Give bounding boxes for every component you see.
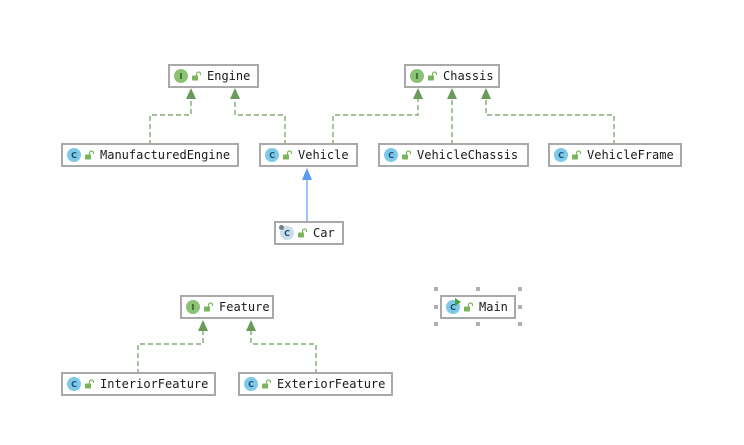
selection-handle[interactable]	[518, 287, 522, 291]
public-visibility-icon	[85, 379, 94, 389]
arrowhead-chassis-left	[413, 88, 423, 99]
node-vehicleframe[interactable]: C VehicleFrame	[548, 143, 682, 167]
interface-icon: I	[186, 300, 200, 314]
public-visibility-icon	[204, 302, 213, 312]
arrowhead-engine-right	[230, 88, 240, 99]
selection-handle[interactable]	[434, 322, 438, 326]
node-label: Chassis	[443, 69, 494, 83]
public-visibility-icon	[283, 150, 292, 160]
public-visibility-icon	[85, 150, 94, 160]
edge-exteriorfeature-feature	[250, 330, 317, 374]
node-vehicle[interactable]: C Vehicle	[259, 143, 358, 167]
node-label: Feature	[219, 300, 270, 314]
class-icon: C	[67, 377, 81, 391]
node-vehiclechassis[interactable]: C VehicleChassis	[378, 143, 529, 167]
arrowhead-chassis-middle	[447, 88, 457, 99]
node-label: VehicleChassis	[417, 148, 519, 162]
node-label: Vehicle	[298, 148, 349, 162]
public-visibility-icon	[192, 71, 201, 81]
arrowhead-vehicle	[302, 168, 312, 180]
node-main[interactable]: C Main	[440, 295, 516, 319]
selection-handle[interactable]	[518, 305, 522, 309]
public-visibility-icon	[464, 302, 473, 312]
node-exteriorfeature[interactable]: C ExteriorFeature	[238, 372, 393, 396]
node-car[interactable]: C Car	[274, 221, 344, 245]
node-label: ManufacturedEngine	[100, 148, 231, 162]
node-engine[interactable]: I Engine	[168, 64, 259, 88]
public-visibility-icon	[262, 379, 271, 389]
arrowhead-feature-right	[246, 320, 256, 331]
interface-icon: I	[174, 69, 188, 83]
node-feature[interactable]: I Feature	[180, 295, 274, 319]
node-label: Car	[313, 226, 335, 240]
edge-vehicle-chassis	[332, 99, 419, 145]
class-icon: C	[244, 377, 258, 391]
edge-vehicleframe-chassis	[485, 99, 615, 145]
arrowhead-feature-left	[198, 320, 208, 331]
edge-vehicle-engine	[234, 99, 286, 145]
node-label: Main	[479, 300, 508, 314]
public-visibility-icon	[572, 150, 581, 160]
node-label: InteriorFeature	[100, 377, 209, 391]
node-label: ExteriorFeature	[277, 377, 386, 391]
arrowhead-chassis-right	[481, 88, 491, 99]
node-manufacturedengine[interactable]: C ManufacturedEngine	[61, 143, 239, 167]
node-label: VehicleFrame	[587, 148, 674, 162]
selection-handle[interactable]	[434, 305, 438, 309]
abstract-class-icon: C	[279, 225, 294, 240]
class-icon: C	[384, 148, 398, 162]
selection-handle[interactable]	[434, 287, 438, 291]
node-chassis[interactable]: I Chassis	[404, 64, 500, 88]
runnable-class-icon: C	[446, 298, 461, 314]
public-visibility-icon	[428, 71, 437, 81]
class-icon: C	[265, 148, 279, 162]
interface-icon: I	[410, 69, 424, 83]
arrowhead-engine-left	[186, 88, 196, 99]
edge-manufacturedengine-engine	[149, 99, 192, 145]
edge-interiorfeature-feature	[137, 330, 204, 374]
public-visibility-icon	[402, 150, 411, 160]
node-interiorfeature[interactable]: C InteriorFeature	[61, 372, 216, 396]
selection-handle[interactable]	[476, 287, 480, 291]
public-visibility-icon	[298, 228, 307, 238]
class-icon: C	[554, 148, 568, 162]
node-label: Engine	[207, 69, 251, 83]
selection-handle[interactable]	[476, 322, 480, 326]
selection-handle[interactable]	[518, 322, 522, 326]
class-icon: C	[67, 148, 81, 162]
